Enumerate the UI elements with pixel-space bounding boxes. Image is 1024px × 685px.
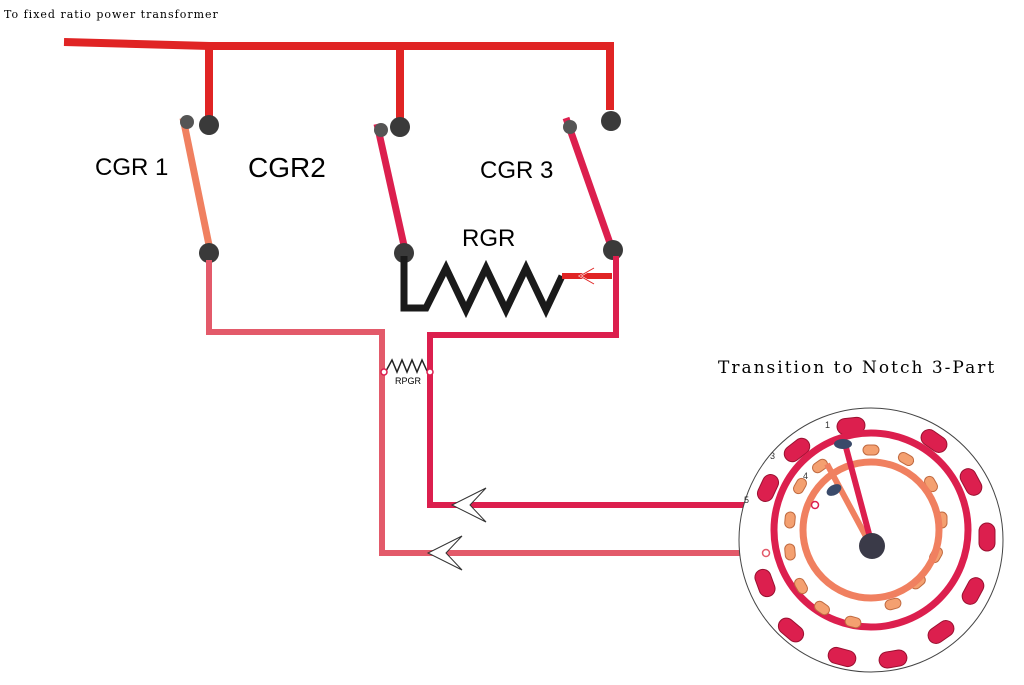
- rgr-resistor: [400, 256, 612, 319]
- top-title: To fixed ratio power transformer: [4, 8, 219, 21]
- rotor-hub: [859, 533, 885, 559]
- inner-contact-arm: [824, 462, 873, 546]
- cgr3-label: CGR 3: [480, 157, 553, 184]
- cgr1-top-contact: [199, 115, 219, 135]
- notch-label-4: 4: [803, 471, 808, 481]
- notch-label-3: 3: [770, 451, 775, 461]
- notch-label-5: 5: [744, 495, 749, 505]
- inner-arm-contact: [826, 484, 842, 496]
- cgr3-top-contact: [601, 111, 621, 131]
- cgr2-bottom-contact: [394, 243, 414, 263]
- cgr1-pivot: [180, 115, 194, 129]
- cgr3-pivot: [563, 120, 577, 134]
- outer-contact-arm: [841, 439, 875, 546]
- cgr3-output-wire: [427, 256, 760, 508]
- cgr2-switch: [373, 117, 414, 263]
- cgr3-bottom-contact: [603, 240, 623, 260]
- cgr2-pivot: [374, 123, 388, 137]
- cgr1-output-wire: [206, 260, 760, 556]
- cgr1-label: CGR 1: [95, 154, 168, 181]
- rgr-label: RGR: [462, 225, 515, 252]
- cgr1-blade: [179, 117, 214, 251]
- rpgr-label: RPGR: [395, 376, 422, 386]
- arrow-lower: [426, 535, 463, 571]
- lower-connection-point: [761, 548, 771, 558]
- outer-contact-pads: [754, 416, 996, 669]
- outer-arm-contact: [834, 439, 852, 449]
- cgr2-blade: [373, 123, 409, 251]
- inner-contact-pads: [784, 444, 948, 629]
- upper-connection-point: [810, 500, 820, 510]
- rpgr-resistor: [380, 358, 434, 376]
- inner-ring: [799, 458, 943, 602]
- cgr2-top-contact: [390, 117, 410, 137]
- cgr3-blade: [562, 116, 615, 248]
- notch-label-1: 1: [825, 420, 830, 430]
- cgr3-switch: [562, 111, 623, 260]
- cgr2-label: CGR2: [248, 152, 326, 183]
- cgr1-switch: [179, 115, 219, 263]
- transition-title: Transition to Notch 3-Part: [718, 358, 996, 378]
- arrow-upper: [450, 487, 487, 523]
- main-bus: [63, 38, 614, 118]
- cgr1-bottom-contact: [199, 243, 219, 263]
- middle-ring: [770, 429, 972, 631]
- tap-changer: 1 3 4 5: [738, 407, 1004, 673]
